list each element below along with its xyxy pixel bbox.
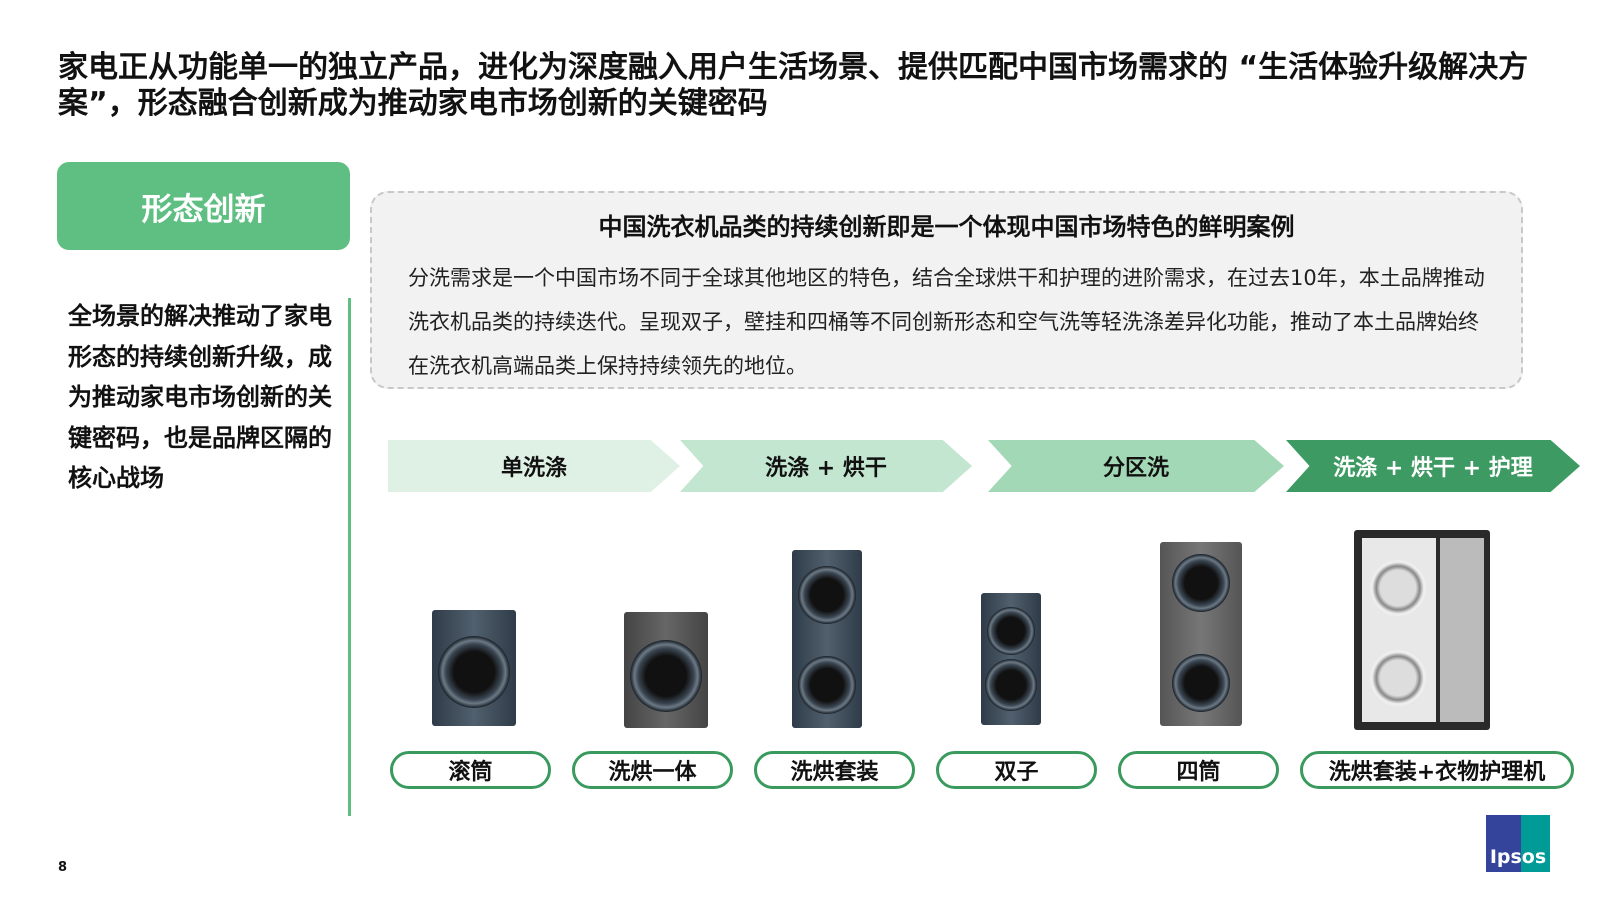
label-text: 洗烘套装+衣物护理机	[1328, 760, 1546, 785]
case-heading: 中国洗衣机品类的持续创新即是一个体现中国市场特色的鲜明案例	[598, 213, 1295, 241]
section-tag: 形态创新	[57, 162, 350, 250]
page-number: 8	[58, 860, 68, 875]
product-label: 洗烘套装	[754, 751, 915, 789]
stage-label: 洗涤 + 烘干	[765, 456, 887, 481]
stage-label: 洗涤 + 烘干 + 护理	[1333, 456, 1533, 481]
side-text: 全场景的解决推动了家电形态的持续创新升级，成为推动家电市场创新的关键密码，也是品…	[68, 302, 332, 492]
label-text: 双子	[994, 760, 1039, 785]
product-label: 滚筒	[390, 751, 551, 789]
label-text: 四筒	[1176, 760, 1221, 785]
divider	[348, 298, 351, 816]
product-label: 双子	[936, 751, 1097, 789]
product-label: 洗烘一体	[572, 751, 733, 789]
label-text: 滚筒	[448, 760, 493, 785]
product-image-set-care	[1354, 530, 1490, 730]
case-box: 中国洗衣机品类的持续创新即是一个体现中国市场特色的鲜明案例 分洗需求是一个中国市…	[370, 191, 1523, 389]
label-text: 洗烘一体	[608, 760, 697, 785]
stage-4: 洗涤 + 烘干 + 护理	[1286, 440, 1580, 492]
ipsos-logo: Ipsos	[1486, 815, 1550, 872]
product-image-drum	[432, 610, 516, 726]
stage-3: 分区洗	[988, 440, 1284, 492]
page-title: 家电正从功能单一的独立产品，进化为深度融入用户生活场景、提供匹配中国市场需求的 …	[58, 50, 1529, 121]
product-image-twin	[981, 593, 1041, 725]
product-image-stack	[792, 550, 862, 728]
stage-label: 单洗涤	[500, 456, 567, 481]
case-body: 分洗需求是一个中国市场不同于全球其他地区的特色，结合全球烘干和护理的进阶需求，在…	[408, 266, 1485, 378]
product-image-four-drum	[1160, 542, 1242, 726]
product-label: 洗烘套装+衣物护理机	[1300, 751, 1574, 789]
label-text: 洗烘套装	[790, 760, 879, 785]
stage-label: 分区洗	[1102, 456, 1169, 481]
product-label: 四筒	[1118, 751, 1279, 789]
product-image-washer-dryer	[624, 612, 708, 728]
stage-2: 洗涤 + 烘干	[680, 440, 972, 492]
stage-1: 单洗涤	[388, 440, 680, 492]
